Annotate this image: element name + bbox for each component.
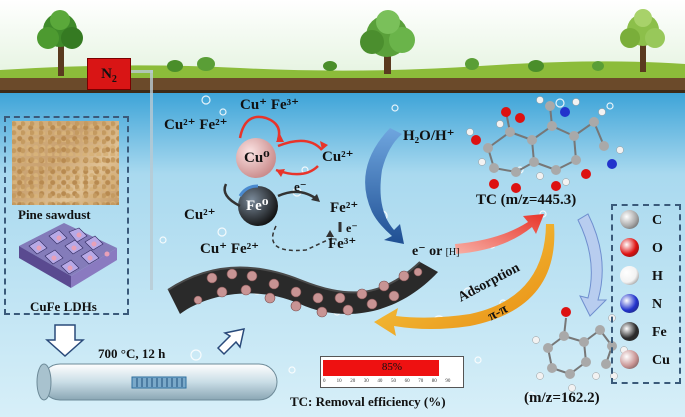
e-or-h-label: e⁻ or [H] — [412, 244, 460, 259]
legend-swatch — [620, 266, 639, 285]
cu0-sphere — [236, 138, 276, 178]
removal-tick: 40 — [377, 379, 383, 384]
fe0-sphere — [238, 186, 278, 226]
removal-tick: 70 — [418, 379, 424, 384]
ldh-crystal — [19, 223, 117, 288]
adsorption-arrow — [374, 224, 555, 336]
electron-small-label: e⁻ — [346, 221, 358, 235]
removal-value-label: 85% — [381, 361, 403, 373]
n2-cylinder: N2 — [87, 58, 131, 90]
legend-label: Fe — [652, 325, 667, 340]
fe0-label: Fe⁰ — [246, 198, 269, 214]
cu2-left-label: Cu²⁺ — [184, 207, 216, 223]
legend-panel — [611, 204, 681, 384]
legend-label: Cu — [652, 353, 670, 368]
cu2-fe2-top-label: Cu²⁺ Fe²⁺ — [164, 117, 228, 133]
electron-arc-arrow — [365, 128, 404, 244]
fe3-right-label: Fe³⁺ — [328, 236, 357, 252]
legend-label: O — [652, 241, 663, 256]
tc-label: TC (m/z=445.3) — [476, 192, 577, 208]
legend-swatch — [620, 294, 639, 313]
removal-tick: 60 — [404, 379, 410, 384]
diag-arrow — [216, 328, 245, 356]
tree-middle — [360, 10, 415, 74]
h2o-h-label: H₂O/H⁺ — [403, 128, 455, 144]
removal-tick: 90 — [445, 379, 451, 384]
degradation-arrow — [577, 213, 608, 317]
pine-sawdust-label: Pine sawdust — [18, 207, 91, 222]
electron-label: e⁻ — [294, 179, 307, 194]
cufe-ldhs-label: CuFe LDHs — [30, 299, 97, 314]
legend-label: C — [652, 213, 663, 228]
down-arrow — [45, 324, 85, 358]
legend-swatch — [620, 210, 639, 229]
removal-tick: 80 — [431, 379, 437, 384]
product-molecule — [532, 307, 628, 392]
precursor-panel — [4, 116, 129, 315]
removal-title: TC: Removal efficiency (%) — [290, 394, 446, 409]
tree-left — [37, 10, 83, 76]
cu0-label: Cu⁰ — [244, 150, 270, 166]
cu2-right-label: Cu²⁺ — [322, 149, 354, 165]
removal-bar — [323, 360, 439, 376]
pine-sawdust-photo — [12, 121, 119, 205]
cu-to-cu2-arrow — [277, 139, 323, 151]
removal-tick: 50 — [391, 379, 396, 384]
removal-tick: 20 — [350, 379, 356, 384]
n2-label: N2 — [101, 66, 117, 85]
legend-swatch — [620, 238, 639, 257]
cu-fe3-top-label: Cu⁺ Fe³⁺ — [240, 97, 300, 113]
fe2-right-label: Fe²⁺ — [330, 200, 359, 216]
product-label: (m/z=162.2) — [524, 390, 600, 406]
removal-tick: 30 — [363, 379, 369, 384]
cu-fe2-bottom-label: Cu⁺ Fe²⁺ — [200, 241, 260, 257]
legend-label: H — [652, 269, 663, 284]
soil — [0, 78, 685, 92]
removal-tick: 10 — [336, 379, 342, 384]
removal-tick: 0 — [323, 379, 326, 384]
removal-efficiency-chart: 85% 0 10 20 30 40 50 60 70 80 90 — [320, 356, 464, 388]
removal-ticks: 0 10 20 30 40 50 60 70 80 90 — [321, 379, 463, 387]
to-tc-arrow — [455, 214, 544, 254]
tc-molecule — [466, 96, 624, 193]
condition-label: 700 °C, 12 h — [98, 346, 166, 361]
legend-swatch — [620, 350, 639, 369]
biochar-ribbon — [167, 261, 438, 318]
legend-swatch — [620, 322, 639, 341]
cu-cycle-arrow-top — [238, 115, 281, 141]
legend-label: N — [652, 297, 663, 312]
tube-furnace — [36, 363, 278, 401]
tree-right — [620, 9, 665, 72]
